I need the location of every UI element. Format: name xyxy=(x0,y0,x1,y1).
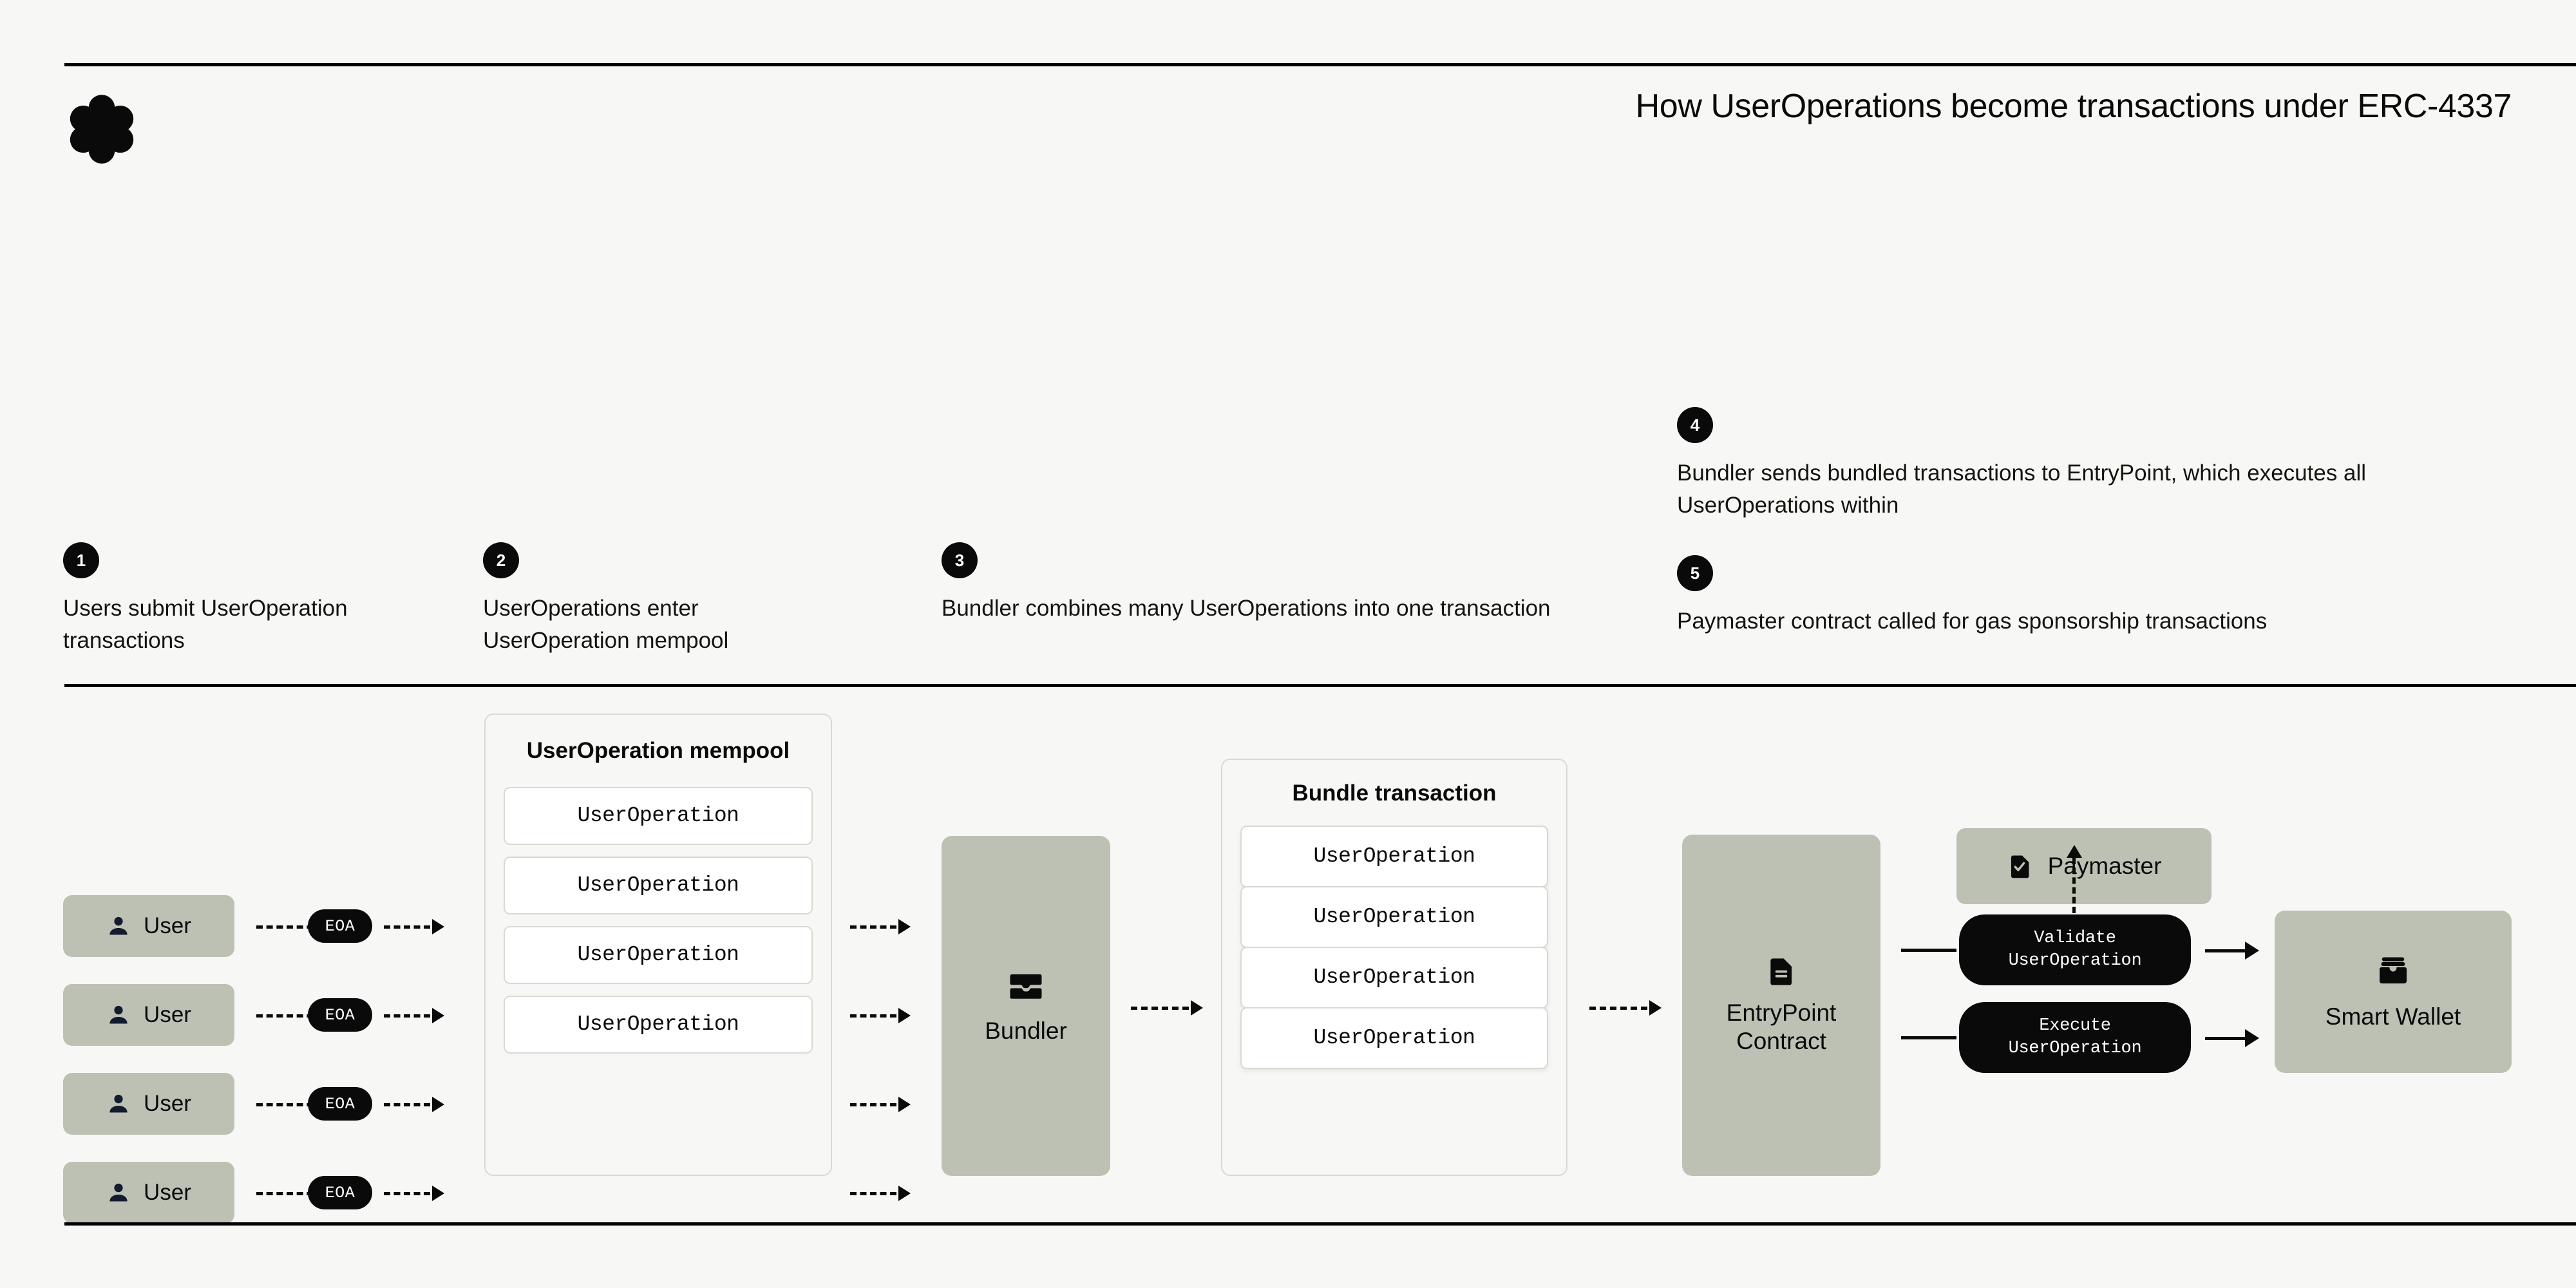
step-1-text: Users submit UserOperation transactions xyxy=(63,596,348,653)
entrypoint-validate-connector xyxy=(1901,949,1956,952)
eoa-to-mempool-arrow-1 xyxy=(384,919,444,934)
execute-line-2: UserOperation xyxy=(2008,1039,2142,1058)
user-to-eoa-arrow-1 xyxy=(256,920,323,933)
bundler-block[interactable]: Bundler xyxy=(942,836,1110,1176)
bundle-userop-4[interactable]: UserOperation xyxy=(1240,1007,1548,1069)
smart-wallet-label: Smart Wallet xyxy=(2325,1003,2461,1030)
user-to-eoa-arrow-3 xyxy=(256,1098,323,1111)
step-1-badge: 1 xyxy=(63,542,99,578)
header-divider-top xyxy=(64,63,2576,66)
person-icon xyxy=(109,1183,128,1202)
step-4: 4 Bundler sends bundled transactions to … xyxy=(1677,407,2514,521)
mempool-to-bundler-arrow-3 xyxy=(850,1097,911,1112)
execute-userop-pill[interactable]: Execute UserOperation xyxy=(1959,1002,2191,1073)
bundler-to-bundle-arrow xyxy=(1131,1000,1203,1016)
smart-wallet-block[interactable]: Smart Wallet xyxy=(2275,911,2512,1073)
bundle-to-entrypoint-arrow xyxy=(1589,1000,1662,1016)
user-box-3[interactable]: User xyxy=(63,1073,234,1135)
eoa-to-mempool-arrow-4 xyxy=(384,1186,444,1201)
eoa-pill-2[interactable]: EOA xyxy=(308,998,372,1032)
contract-document-icon xyxy=(1770,958,1792,985)
bundler-label: Bundler xyxy=(985,1017,1067,1044)
user-box-1[interactable]: User xyxy=(63,895,234,957)
step-5-text: Paymaster contract called for gas sponso… xyxy=(1677,609,2268,634)
step-2: 2 UserOperations enter UserOperation mem… xyxy=(483,542,844,656)
mempool-userop-3[interactable]: UserOperation xyxy=(504,925,813,984)
step-2-badge: 2 xyxy=(483,542,519,578)
eoa-pill-3[interactable]: EOA xyxy=(308,1087,372,1121)
user-box-4[interactable]: User xyxy=(63,1162,234,1224)
person-icon xyxy=(109,916,128,935)
entrypoint-label: EntryPoint Contract xyxy=(1726,999,1837,1054)
bundle-transaction-card: Bundle transaction UserOperation UserOpe… xyxy=(1221,759,1567,1176)
mempool-userop-2[interactable]: UserOperation xyxy=(504,856,813,914)
step-2-text: UserOperations enter UserOperation mempo… xyxy=(483,596,729,653)
bundle-title: Bundle transaction xyxy=(1292,781,1497,806)
eoa-pill-4[interactable]: EOA xyxy=(308,1176,372,1209)
steps-divider xyxy=(64,684,2576,687)
mempool-userop-1[interactable]: UserOperation xyxy=(504,786,813,845)
step-4-text: Bundler sends bundled transactions to En… xyxy=(1677,460,2367,518)
step-4-badge: 4 xyxy=(1677,407,1713,443)
eoa-to-mempool-arrow-3 xyxy=(384,1097,444,1112)
user-label-4: User xyxy=(144,1180,191,1205)
mempool-card: UserOperation mempool UserOperation User… xyxy=(484,714,832,1176)
user-to-eoa-arrow-2 xyxy=(256,1009,323,1022)
person-icon xyxy=(109,1094,128,1113)
footer-divider xyxy=(64,1222,2576,1226)
mempool-userop-4[interactable]: UserOperation xyxy=(504,995,813,1054)
entrypoint-execute-connector xyxy=(1901,1036,1956,1039)
mempool-title: UserOperation mempool xyxy=(526,738,790,763)
bundle-userop-1[interactable]: UserOperation xyxy=(1240,825,1548,887)
step-3-text: Bundler combines many UserOperations int… xyxy=(942,596,1551,621)
execute-to-wallet-arrow xyxy=(2205,1029,2259,1047)
eoa-pill-1[interactable]: EOA xyxy=(308,909,372,943)
paymaster-label: Paymaster xyxy=(2047,853,2162,879)
bundle-userop-2[interactable]: UserOperation xyxy=(1240,886,1548,948)
paymaster-block[interactable]: Paymaster xyxy=(1956,828,2211,904)
validate-to-wallet-arrow xyxy=(2205,942,2259,960)
entrypoint-contract-block[interactable]: EntryPoint Contract xyxy=(1682,835,1880,1176)
inbox-stack-icon xyxy=(1010,974,1042,999)
validate-userop-pill[interactable]: Validate UserOperation xyxy=(1959,914,2191,985)
wallet-icon xyxy=(2380,957,2407,983)
step-3: 3 Bundler combines many UserOperations i… xyxy=(942,542,1586,625)
page-title: How UserOperations become transactions u… xyxy=(1635,88,2512,125)
user-label-2: User xyxy=(144,1002,191,1027)
user-label-1: User xyxy=(144,913,191,938)
user-box-2[interactable]: User xyxy=(63,984,234,1046)
mempool-to-bundler-arrow-2 xyxy=(850,1008,911,1023)
flow-diagram: User EOA User EOA xyxy=(0,708,2576,1224)
mempool-to-bundler-arrow-1 xyxy=(850,919,911,934)
mempool-to-bundler-arrow-4 xyxy=(850,1186,911,1201)
user-to-eoa-arrow-4 xyxy=(256,1187,323,1200)
step-1: 1 Users submit UserOperation transaction… xyxy=(63,542,462,656)
user-label-3: User xyxy=(144,1091,191,1116)
eoa-to-mempool-arrow-2 xyxy=(384,1008,444,1023)
validate-line-2: UserOperation xyxy=(2008,951,2142,971)
validate-line-1: Validate xyxy=(2034,928,2116,948)
step-5-badge: 5 xyxy=(1677,555,1713,591)
step-5: 5 Paymaster contract called for gas spon… xyxy=(1677,555,2533,638)
step-3-badge: 3 xyxy=(942,542,978,578)
flower-logo xyxy=(63,90,140,167)
document-check-icon xyxy=(2011,855,2029,878)
execute-line-1: Execute xyxy=(2039,1016,2111,1036)
bundle-userop-3[interactable]: UserOperation xyxy=(1240,946,1548,1009)
person-icon xyxy=(109,1005,128,1024)
